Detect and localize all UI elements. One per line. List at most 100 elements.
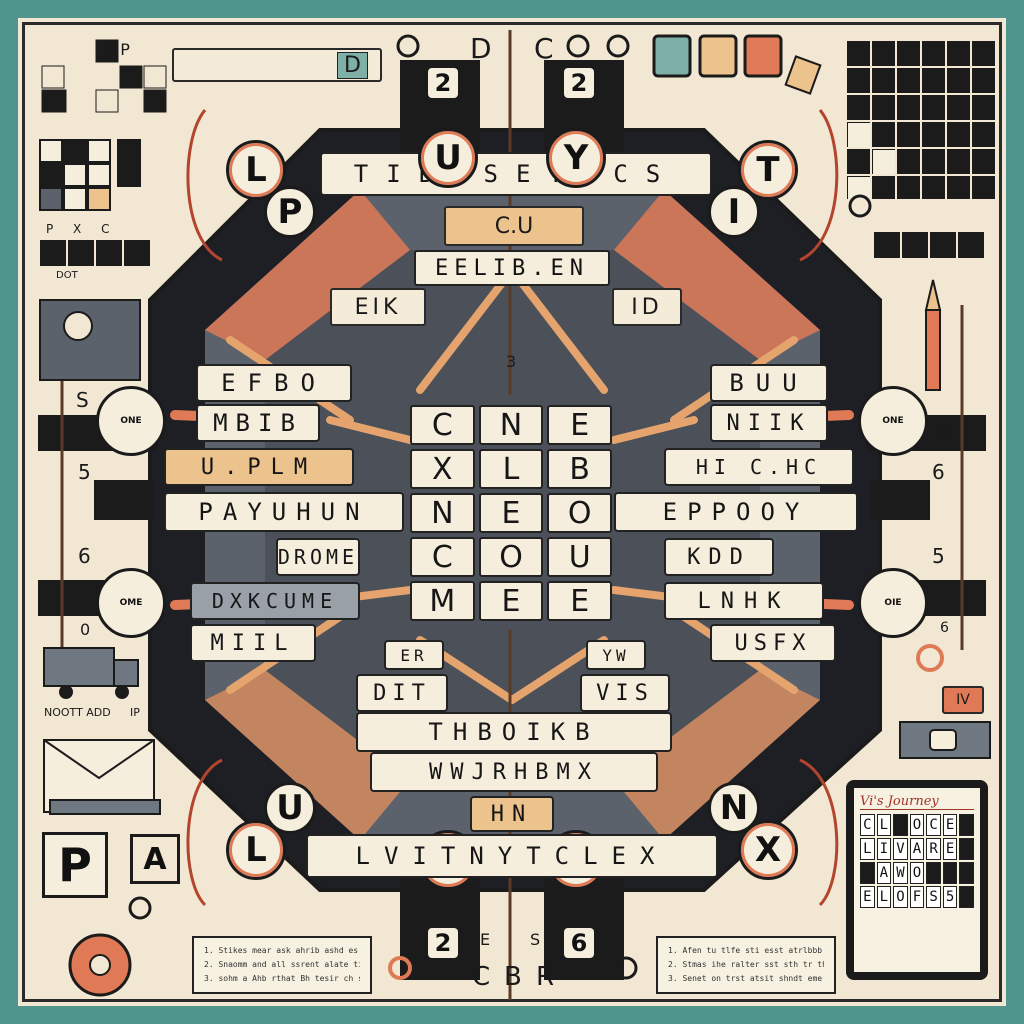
pencil-icon: [924, 279, 942, 391]
center-cell[interactable]: L: [478, 449, 544, 489]
mini-puzzle-cell[interactable]: W: [893, 862, 908, 884]
center-row-2: X L B: [410, 449, 613, 489]
circle-bottom-right[interactable]: X: [738, 820, 798, 880]
center-cell[interactable]: M: [410, 581, 475, 621]
mini-puzzle-cell[interactable]: [959, 862, 974, 884]
mini-puzzle-cell[interactable]: [959, 838, 974, 860]
center-cell[interactable]: N: [478, 405, 544, 445]
top-letter-d: D: [470, 32, 492, 65]
mini-puzzle-cell[interactable]: V: [893, 838, 908, 860]
center-cell[interactable]: O: [547, 493, 613, 533]
mini-puzzle-cell[interactable]: 5: [942, 886, 958, 908]
clue-notes-left: 1. Stikes mear ask ahrib ashd es the sad…: [192, 936, 372, 994]
center-cell[interactable]: X: [410, 449, 475, 489]
circle-top-left-2[interactable]: P: [264, 186, 316, 238]
center-cell[interactable]: O: [478, 537, 544, 577]
circle-bottom-left-2[interactable]: U: [264, 782, 316, 834]
mini-puzzle-cell[interactable]: O: [909, 862, 925, 884]
circle-top-left[interactable]: L: [226, 140, 286, 200]
mini-puzzle-cell[interactable]: L: [876, 814, 892, 836]
box-id[interactable]: ID: [612, 288, 682, 326]
mini-puzzle-cell[interactable]: A: [876, 862, 892, 884]
bottom-row-2[interactable]: VIS: [580, 674, 670, 712]
center-row-1: C N E: [410, 405, 613, 445]
mini-puzzle-cell[interactable]: E: [860, 886, 875, 908]
bottom-row-1[interactable]: DIT: [356, 674, 448, 712]
dial-left-bottom[interactable]: OME: [96, 568, 166, 638]
bottom-word-row[interactable]: LVITNYTCLEX: [306, 834, 718, 878]
mini-puzzle-cell[interactable]: A: [909, 838, 925, 860]
dial-right-top[interactable]: ONE: [858, 386, 928, 456]
circle-top-mid-left[interactable]: U: [418, 128, 478, 188]
mini-puzzle-cell[interactable]: [959, 814, 974, 836]
left-row-3[interactable]: U.PLM: [164, 448, 354, 486]
letter-card-a[interactable]: A: [130, 834, 180, 884]
center-row-5: M E E: [410, 581, 613, 621]
left-row-4[interactable]: PAYUHUN: [164, 492, 404, 532]
center-cell[interactable]: B: [547, 449, 613, 489]
center-cell[interactable]: E: [478, 493, 544, 533]
mini-puzzle-cell[interactable]: C: [860, 814, 875, 836]
circle-bottom-left[interactable]: L: [226, 820, 286, 880]
dial-left-top[interactable]: ONE: [96, 386, 166, 456]
right-row-7[interactable]: USFX: [710, 624, 836, 662]
envelope-icon: [43, 739, 161, 815]
mini-puzzle-cell[interactable]: L: [876, 886, 892, 908]
right-row-3[interactable]: HI C.HC: [664, 448, 854, 486]
letter-card-p[interactable]: P: [42, 832, 108, 898]
dial-right-bottom[interactable]: OIE: [858, 568, 928, 638]
circle-bottom-right-2[interactable]: N: [708, 782, 760, 834]
box-yw[interactable]: YW: [586, 640, 646, 670]
mini-puzzle-cell[interactable]: C: [926, 814, 941, 836]
left-num-3: 6: [78, 544, 91, 568]
right-row-4[interactable]: EPPOOY: [614, 492, 858, 532]
mini-puzzle-cell[interactable]: E: [942, 838, 958, 860]
right-row-6[interactable]: LNHK: [664, 582, 824, 620]
center-cell[interactable]: E: [547, 581, 613, 621]
bottom-row-5[interactable]: HN: [470, 796, 554, 832]
right-row-2[interactable]: NIIK: [710, 404, 828, 442]
center-cell[interactable]: C: [410, 537, 475, 577]
center-cell[interactable]: U: [547, 537, 613, 577]
mini-puzzle-cell[interactable]: E: [942, 814, 958, 836]
mini-puzzle-cell[interactable]: I: [876, 838, 892, 860]
mini-puzzle-cell[interactable]: [893, 814, 908, 836]
circle-top-right[interactable]: T: [738, 140, 798, 200]
mini-puzzle-cell[interactable]: R: [926, 838, 941, 860]
mini-puzzle-cell[interactable]: [959, 886, 974, 908]
box-er[interactable]: ER: [384, 640, 444, 670]
mini-puzzle-cell[interactable]: O: [909, 814, 925, 836]
left-row-5[interactable]: DROME: [276, 538, 360, 576]
mini-puzzle-cell[interactable]: [942, 862, 958, 884]
mini-puzzle-cell[interactable]: [860, 862, 875, 884]
center-cell[interactable]: E: [547, 405, 613, 445]
mini-puzzle-cell[interactable]: S: [926, 886, 941, 908]
box-cu[interactable]: C.U: [444, 206, 584, 246]
center-cell[interactable]: E: [478, 581, 544, 621]
mini-puzzle-cell[interactable]: F: [909, 886, 925, 908]
tag-iv[interactable]: IV: [942, 686, 984, 714]
mini-puzzle-cell[interactable]: L: [860, 838, 875, 860]
top-word-row[interactable]: TIBUSEYICS: [320, 152, 712, 196]
bottom-row-4[interactable]: WWJRHBMX: [370, 752, 658, 792]
center-banner[interactable]: EELIB.EN: [414, 250, 610, 286]
left-row-2[interactable]: MBIB: [196, 404, 320, 442]
mini-puzzle-cell[interactable]: [926, 862, 941, 884]
caption-left: NOOTT ADD: [44, 706, 111, 719]
left-row-6[interactable]: DXKCUME: [190, 582, 360, 620]
center-cell[interactable]: C: [410, 405, 475, 445]
left-row-7[interactable]: MIIL: [190, 624, 316, 662]
box-eik[interactable]: EIK: [330, 288, 426, 326]
circle-top-mid-right[interactable]: Y: [546, 128, 606, 188]
right-row-5[interactable]: KDD: [664, 538, 774, 576]
badge-bottom-right: 6: [556, 920, 602, 966]
bottom-row-3[interactable]: THBOIKB: [356, 712, 672, 752]
circle-top-right-2[interactable]: I: [708, 186, 760, 238]
right-row-1[interactable]: BUU: [710, 364, 828, 402]
left-row-1[interactable]: EFBO: [196, 364, 352, 402]
center-cell[interactable]: N: [410, 493, 475, 533]
mini-puzzle-cell[interactable]: O: [893, 886, 908, 908]
